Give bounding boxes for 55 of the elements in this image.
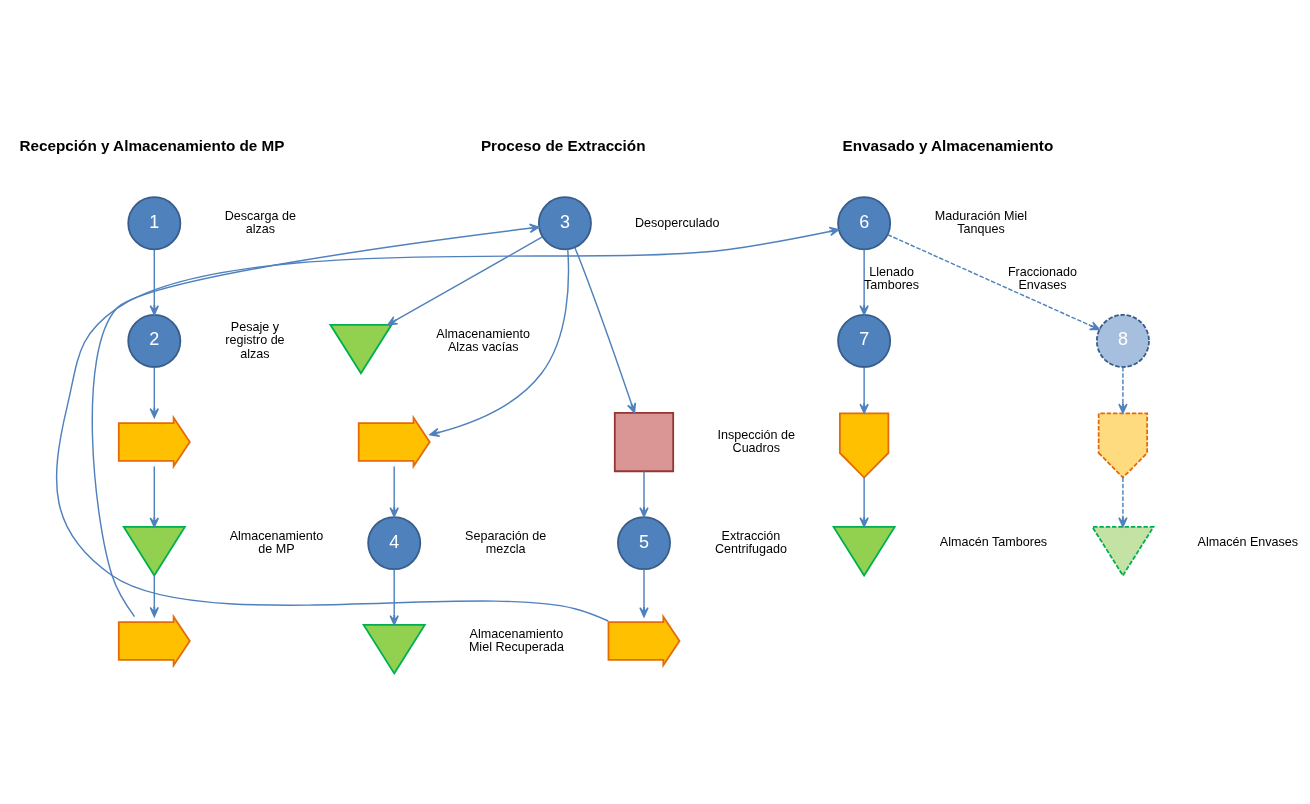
node-label: Almacenamiento Miel Recuperada [468,626,564,654]
node-triangle [362,623,427,675]
node-label: Desoperculado [634,215,720,230]
node-circle: 7 [837,313,892,368]
arrow [639,470,649,518]
node-box [613,411,675,472]
node-arrow [117,613,191,668]
node-arrow [1097,411,1149,479]
node-label: Almacén Tambores [939,534,1048,549]
arrow [1118,365,1128,414]
node-circle: 3 [537,195,592,250]
node-arrow [607,613,681,668]
arrow [429,248,570,437]
node-label: Extracción Centrifugado [714,528,787,556]
arrow [149,248,160,315]
arrow [859,476,869,528]
node-circle: 1 [127,195,182,250]
edge-label: Fraccionado Envases [1007,264,1078,292]
arrow [1118,476,1128,528]
arrow [859,248,869,315]
arrow [574,246,637,413]
node-label: Almacenamiento de MP [229,528,324,556]
arrow [55,226,840,622]
label: Recepción y Almacenamiento de MP [19,136,285,154]
node-label: Almacén Envases [1197,534,1299,549]
node-label: Pesaje y registro de alzas [225,319,285,361]
arrow [149,574,160,617]
arrow [149,465,160,528]
node-triangle [831,525,897,577]
node-triangle [122,525,187,577]
arrow [91,223,540,617]
arrow [859,365,869,414]
node-arrow [117,414,191,469]
node-circle: 5 [617,515,671,570]
arrow [887,233,1101,330]
label: Envasado y Almacenamiento [842,136,1054,154]
arrow [639,568,649,617]
label: Proceso de Extracción [480,136,646,154]
arrow [149,365,160,418]
node-circle: 6 [837,195,892,250]
arrow [389,465,399,517]
node-label: Almacenamiento Alzas vacías [436,326,530,354]
node-circle: 8 [1095,313,1150,368]
node-triangle [328,323,394,375]
node-circle: 4 [367,515,422,570]
arrow [387,235,544,325]
node-triangle [1090,525,1156,577]
node-arrow [838,411,890,479]
node-label: Inspección de Cuadros [717,427,796,455]
arrow [389,568,399,625]
node-arrow [357,414,431,469]
node-label: Separación de mezcla [465,528,547,556]
node-circle: 2 [127,313,182,368]
node-label: Descarga de alzas [224,208,296,236]
node-label: Maduración Miel Tanques [934,208,1028,236]
